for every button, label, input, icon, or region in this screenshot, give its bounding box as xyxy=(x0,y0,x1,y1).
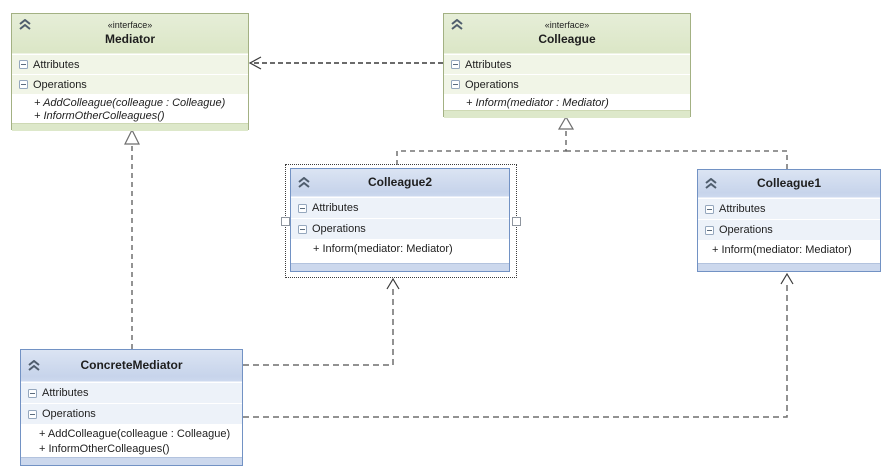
operations-label: Operations xyxy=(465,78,519,91)
dependency-line xyxy=(243,289,394,366)
box-footer xyxy=(21,457,242,465)
box-footer xyxy=(698,263,880,271)
attributes-label: Attributes xyxy=(719,203,766,215)
collapse-minus-icon[interactable] xyxy=(705,225,714,235)
realization-line xyxy=(566,150,788,169)
colleague1-header: Colleague1 xyxy=(698,170,880,198)
selection-adorner xyxy=(281,164,521,278)
collapse-chevron-icon[interactable] xyxy=(450,19,464,30)
attributes-section-row: Attributes xyxy=(291,197,509,218)
attributes-section-row: Attributes xyxy=(444,54,690,74)
operations-section-row: Operations xyxy=(291,218,509,239)
attributes-section-row: Attributes xyxy=(698,198,880,219)
operation-item[interactable]: + AddColleague(colleague : Colleague) xyxy=(39,428,231,440)
stereotype-label: «interface» xyxy=(107,20,153,30)
operations-section-row: Operations xyxy=(21,403,242,424)
collapse-chevron-icon[interactable] xyxy=(297,177,311,188)
collapse-minus-icon[interactable] xyxy=(28,388,37,398)
dependency-concretemediator-to-colleague1[interactable] xyxy=(243,272,794,418)
operations-label: Operations xyxy=(42,408,96,420)
collapse-minus-icon[interactable] xyxy=(298,203,307,213)
collapse-minus-icon[interactable] xyxy=(298,224,307,234)
realization-colleague1-to-colleague[interactable] xyxy=(557,115,788,169)
colleague-header: «interface» Colleague xyxy=(444,14,690,54)
mediator-header: «interface» Mediator xyxy=(12,14,248,54)
dependency-arrowhead-icon xyxy=(248,56,262,70)
operations-label: Operations xyxy=(312,223,366,235)
collapse-minus-icon[interactable] xyxy=(451,80,460,89)
attributes-label: Attributes xyxy=(465,58,512,71)
attributes-label: Attributes xyxy=(312,202,359,214)
attributes-label: Attributes xyxy=(33,58,80,71)
operations-section-row: Operations xyxy=(444,74,690,94)
attributes-section-row: Attributes xyxy=(12,54,248,74)
operations-label: Operations xyxy=(719,224,773,236)
dependency-arrowhead-icon xyxy=(780,272,794,285)
attributes-label: Attributes xyxy=(42,387,89,399)
collapse-minus-icon[interactable] xyxy=(451,60,460,69)
collapse-minus-icon[interactable] xyxy=(19,60,28,69)
collapse-minus-icon[interactable] xyxy=(19,80,28,89)
operation-item[interactable]: + InformOtherColleagues() xyxy=(34,110,165,122)
realization-triangle-icon xyxy=(557,115,575,130)
box-footer xyxy=(444,110,690,118)
operations-list: + Inform(mediator: Mediator) xyxy=(291,239,509,263)
class-box-colleague[interactable]: «interface» Colleague Attributes Operati… xyxy=(443,13,691,118)
operations-list: + Inform(mediator: Mediator) xyxy=(698,240,880,263)
operation-item[interactable]: + Inform(mediator: Mediator) xyxy=(712,244,852,256)
concretemediator-header: ConcreteMediator xyxy=(21,350,242,382)
box-footer xyxy=(12,123,248,131)
resize-handle-left[interactable] xyxy=(281,217,290,226)
dependency-arrowhead-icon xyxy=(386,277,400,290)
attributes-section-row: Attributes xyxy=(21,382,242,403)
class-name: Colleague2 xyxy=(367,175,433,189)
colleague2-header: Colleague2 xyxy=(291,169,509,197)
operations-section-row: Operations xyxy=(12,74,248,94)
dependency-concretemediator-to-colleague2[interactable] xyxy=(243,277,400,366)
realization-concretemediator-to-mediator[interactable] xyxy=(124,128,140,349)
realization-line xyxy=(396,130,567,165)
dependency-line xyxy=(243,285,788,418)
operations-list: + Inform(mediator : Mediator) xyxy=(444,94,690,110)
operations-section-row: Operations xyxy=(698,219,880,240)
operations-list: + AddColleague(colleague : Colleague) + … xyxy=(21,424,242,457)
operations-label: Operations xyxy=(33,78,87,91)
realization-triangle-icon xyxy=(124,128,140,145)
stereotype-label: «interface» xyxy=(544,20,590,30)
class-box-colleague2[interactable]: Colleague2 Attributes Operations + Infor… xyxy=(290,168,510,272)
operation-item[interactable]: + Inform(mediator : Mediator) xyxy=(466,97,609,109)
operation-item[interactable]: + AddColleague(colleague : Colleague) xyxy=(34,97,226,109)
class-box-colleague1[interactable]: Colleague1 Attributes Operations + Infor… xyxy=(697,169,881,272)
class-name: Colleague1 xyxy=(756,176,822,190)
operations-list: + AddColleague(colleague : Colleague) + … xyxy=(12,94,248,123)
class-box-concretemediator[interactable]: ConcreteMediator Attributes Operations +… xyxy=(20,349,243,466)
class-name: Mediator xyxy=(104,32,155,46)
operation-item[interactable]: + Inform(mediator: Mediator) xyxy=(313,243,453,255)
collapse-chevron-icon[interactable] xyxy=(27,360,41,371)
class-box-mediator[interactable]: «interface» Mediator Attributes Operatio… xyxy=(11,13,249,131)
collapse-chevron-icon[interactable] xyxy=(704,178,718,189)
dependency-colleague-to-mediator[interactable] xyxy=(248,56,443,70)
operation-item[interactable]: + InformOtherColleagues() xyxy=(39,443,170,455)
collapse-minus-icon[interactable] xyxy=(705,204,714,214)
box-footer xyxy=(291,263,509,271)
resize-handle-right[interactable] xyxy=(512,217,521,226)
collapse-chevron-icon[interactable] xyxy=(18,19,32,30)
class-name: ConcreteMediator xyxy=(80,358,183,372)
collapse-minus-icon[interactable] xyxy=(28,409,37,419)
realization-colleague2-to-colleague[interactable] xyxy=(396,130,567,165)
class-name: Colleague xyxy=(538,32,596,46)
